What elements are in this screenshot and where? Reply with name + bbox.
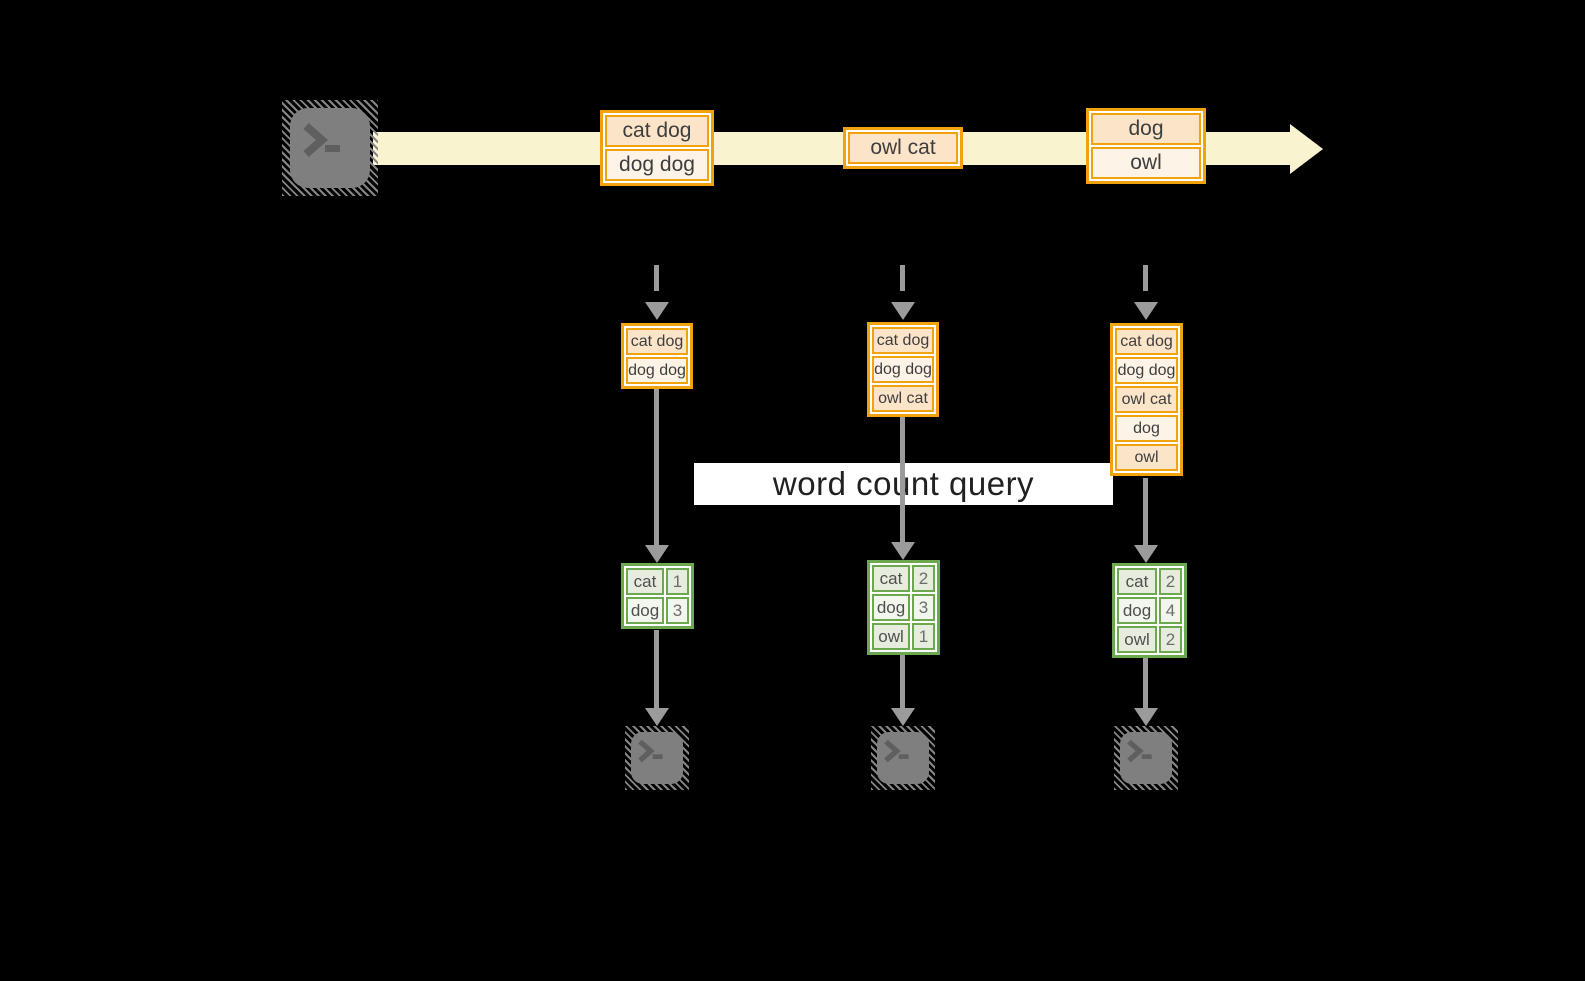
state-box-1: cat dog dog dog: [621, 323, 693, 389]
connector-line: [654, 630, 659, 708]
connector-line: [1143, 656, 1148, 708]
terminal-prompt-icon: [638, 739, 663, 763]
connector-arrow-head: [891, 542, 915, 560]
count-cell: 1: [666, 568, 689, 595]
state-line: dog dog: [1115, 357, 1178, 384]
connector-line: [900, 415, 905, 542]
word-count-table-3: cat 2 dog 4 owl 2: [1112, 563, 1187, 658]
count-cell: 1: [912, 623, 935, 650]
batch-arrow-head-3: [1134, 302, 1158, 320]
count-cell: 2: [1159, 568, 1182, 595]
state-line: dog dog: [626, 357, 688, 384]
event-line: cat dog: [605, 115, 709, 147]
word-count-table-1: cat 1 dog 3: [621, 563, 694, 629]
terminal-prompt-icon: [1127, 739, 1152, 763]
count-cell: 3: [912, 594, 935, 621]
event-line: owl: [1091, 147, 1201, 179]
connector-arrow-head: [645, 708, 669, 726]
word-count-table-2: cat 2 dog 3 owl 1: [867, 560, 940, 655]
state-line: cat dog: [626, 328, 688, 355]
count-cell: 3: [666, 597, 689, 624]
state-line: owl cat: [872, 385, 934, 412]
connector-line: [1143, 478, 1148, 545]
event-box-1: cat dog dog dog: [600, 110, 714, 186]
word-cell: dog: [1117, 597, 1157, 624]
event-box-3: dog owl: [1086, 108, 1206, 184]
batch-arrow-head-2: [891, 302, 915, 320]
connector-arrow-head: [1134, 545, 1158, 563]
word-cell: cat: [872, 565, 910, 592]
count-cell: 4: [1159, 597, 1182, 624]
word-cell: cat: [1117, 568, 1157, 595]
batch-arrow-dash-1: [654, 265, 659, 291]
word-cell: owl: [872, 623, 910, 650]
sink-terminal-icon-2: [871, 726, 935, 790]
state-line: owl: [1115, 444, 1178, 471]
batch-arrow-head-1: [645, 302, 669, 320]
source-terminal-icon: [282, 100, 378, 196]
state-line: cat dog: [1115, 328, 1178, 355]
connector-arrow-head: [645, 545, 669, 563]
connector-arrow-head: [891, 708, 915, 726]
terminal-prompt-icon: [303, 122, 340, 158]
connector-arrow-head: [1134, 708, 1158, 726]
batch-arrow-dash-3: [1143, 265, 1148, 291]
state-line: cat dog: [872, 327, 934, 354]
word-cell: dog: [626, 597, 664, 624]
state-line: dog dog: [872, 356, 934, 383]
terminal-prompt-icon: [884, 739, 909, 763]
event-line: owl cat: [848, 132, 958, 164]
stream-arrow-head: [1290, 124, 1323, 174]
count-cell: 2: [912, 565, 935, 592]
event-box-2: owl cat: [843, 127, 963, 169]
sink-terminal-icon-1: [625, 726, 689, 790]
count-cell: 2: [1159, 626, 1182, 653]
batch-arrow-dash-2: [900, 265, 905, 291]
word-cell: owl: [1117, 626, 1157, 653]
connector-line: [654, 387, 659, 545]
state-line: dog: [1115, 415, 1178, 442]
word-cell: dog: [872, 594, 910, 621]
state-box-3: cat dog dog dog owl cat dog owl: [1110, 323, 1183, 476]
event-line: dog: [1091, 113, 1201, 145]
sink-terminal-icon-3: [1114, 726, 1178, 790]
state-box-2: cat dog dog dog owl cat: [867, 322, 939, 417]
connector-line: [900, 653, 905, 708]
event-line: dog dog: [605, 149, 709, 181]
state-line: owl cat: [1115, 386, 1178, 413]
word-cell: cat: [626, 568, 664, 595]
